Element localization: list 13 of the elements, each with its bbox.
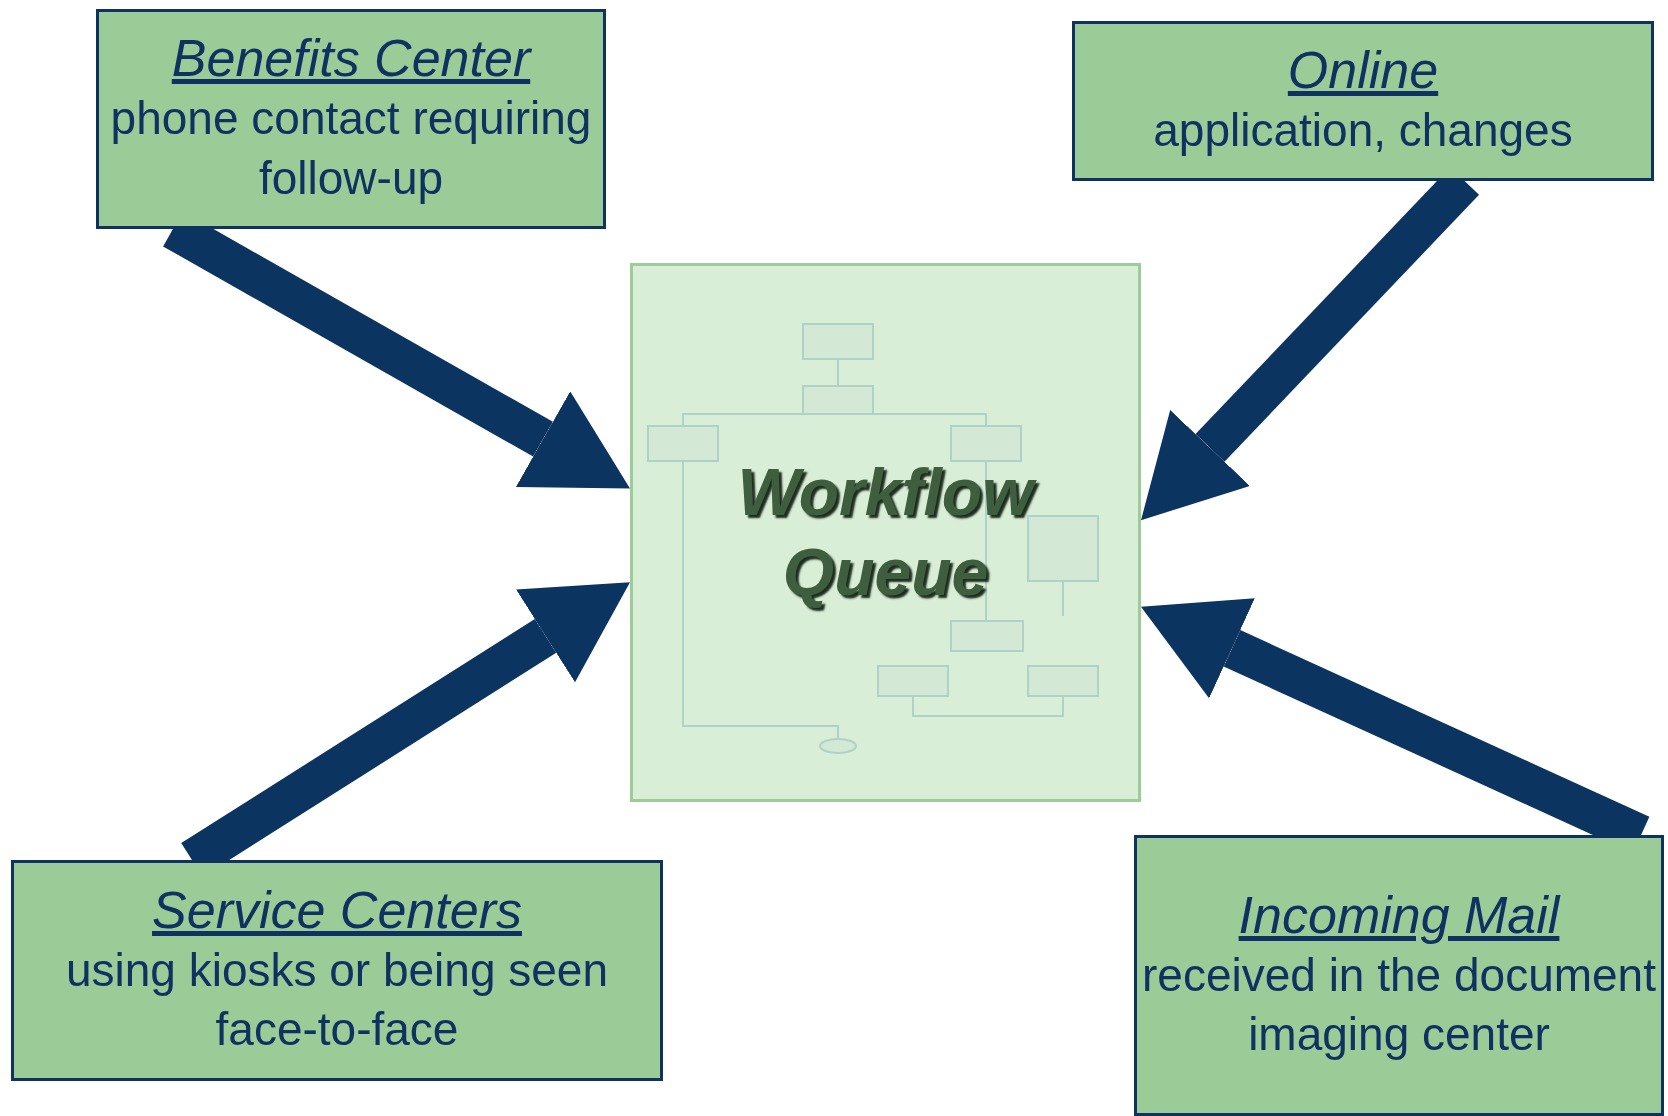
source-heading: Online bbox=[1287, 41, 1439, 101]
queue-title: Workflow Queue bbox=[633, 453, 1138, 612]
source-heading: Service Centers bbox=[152, 880, 522, 941]
source-description: application, changes bbox=[1153, 103, 1573, 158]
source-box bbox=[96, 9, 606, 229]
source-box bbox=[1134, 835, 1664, 1116]
source-description: received in the document imaging center bbox=[1141, 947, 1657, 1063]
source-description: phone contact requiring follow-up bbox=[109, 91, 593, 206]
source-box bbox=[11, 860, 663, 1081]
source-description: using kiosks or being seen face-to-face bbox=[64, 942, 610, 1058]
source-box bbox=[1072, 21, 1654, 181]
source-heading: Incoming Mail bbox=[1238, 885, 1560, 946]
source-heading: Benefits Center bbox=[171, 29, 531, 90]
